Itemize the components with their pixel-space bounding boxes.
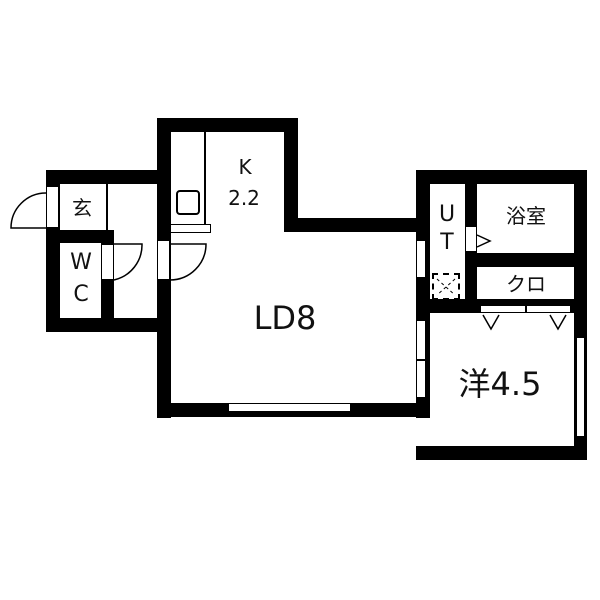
room-label-entrance: 玄: [72, 196, 92, 220]
wall-bath-closet: [465, 253, 575, 267]
wall-k-right: [284, 118, 298, 232]
room-label-living-dining: LD8: [253, 299, 317, 337]
room-label-closet: クロ: [506, 272, 546, 296]
window-western-left-1: [416, 320, 426, 360]
wall-right-top: [416, 170, 586, 184]
room-label-wc-2: C: [73, 282, 89, 307]
room-label-utility-1: U: [438, 202, 456, 227]
window-western-left-2: [416, 360, 426, 398]
room-label-kitchen-2: 2.2: [228, 186, 260, 210]
room-label-wc-1: W: [70, 250, 92, 275]
kitchen-counter-end: [170, 224, 211, 233]
window-ld-bottom: [228, 403, 351, 412]
opening-bath-door: [465, 226, 477, 252]
room-label-kitchen-1: K: [238, 155, 252, 179]
wall-entry-bottom: [46, 318, 171, 332]
closet-door-2: [526, 305, 571, 313]
opening-ut: [416, 240, 426, 278]
wall-k-top: [157, 118, 298, 132]
kitchen-counter-line: [204, 132, 206, 224]
washing-machine-icon: [432, 273, 460, 300]
closet-door-1: [480, 305, 526, 313]
wall-ld-top: [284, 218, 430, 232]
window-western-right: [576, 337, 585, 437]
entrance-divider-line: [106, 184, 108, 230]
wall-entry-top: [46, 170, 171, 184]
room-label-utility-2: T: [440, 230, 454, 255]
wall-right-bottom: [416, 446, 587, 460]
wall-wc-top: [60, 230, 114, 243]
room-label-bathroom: 浴室: [506, 204, 546, 228]
ld-door-jamb: [157, 240, 170, 280]
wc-door-jamb: [101, 244, 114, 280]
room-label-western-room: 洋4.5: [458, 365, 542, 403]
entrance-door-jamb: [46, 186, 59, 228]
kitchen-sink-icon: [176, 190, 200, 215]
